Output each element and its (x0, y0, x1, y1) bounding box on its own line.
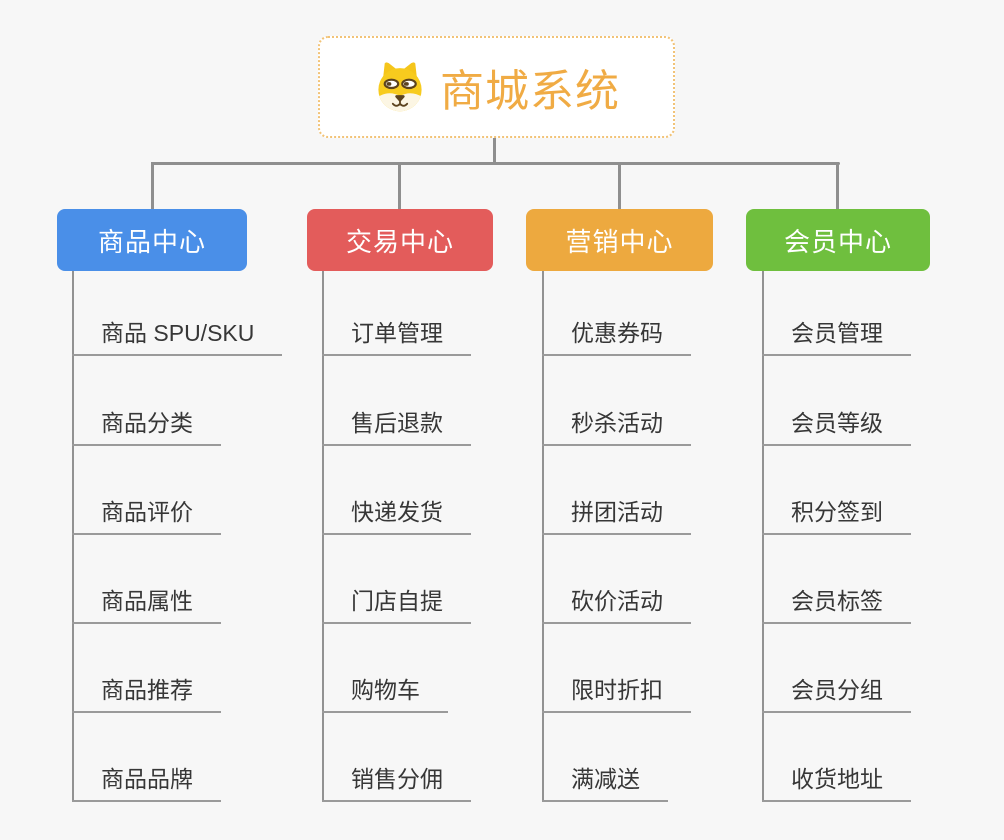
connector-line (72, 271, 74, 802)
branch-node-trade-center[interactable]: 交易中心 (307, 209, 493, 271)
child-node[interactable]: 商品评价 (72, 497, 221, 535)
child-node[interactable]: 商品品牌 (72, 764, 221, 802)
connector-line (493, 137, 496, 165)
connector-line (151, 162, 840, 165)
child-node[interactable]: 优惠券码 (542, 318, 691, 356)
child-node[interactable]: 积分签到 (762, 497, 911, 535)
branch-node-member-center[interactable]: 会员中心 (746, 209, 930, 271)
dog-face-icon (373, 59, 427, 115)
connector-line (398, 162, 401, 209)
child-node[interactable]: 砍价活动 (542, 586, 691, 624)
root-node[interactable]: 商城系统 (318, 36, 675, 138)
connector-line (542, 271, 544, 802)
root-title: 商城系统 (440, 67, 620, 116)
child-node[interactable]: 会员分组 (762, 675, 911, 713)
child-node[interactable]: 商品属性 (72, 586, 221, 624)
branch-node-product-center[interactable]: 商品中心 (57, 209, 247, 271)
branch-node-marketing-center[interactable]: 营销中心 (526, 209, 713, 271)
child-node[interactable]: 门店自提 (322, 586, 471, 624)
child-node[interactable]: 销售分佣 (322, 764, 471, 802)
child-node[interactable]: 满减送 (542, 764, 668, 802)
child-node[interactable]: 订单管理 (322, 318, 471, 356)
child-node[interactable]: 商品分类 (72, 408, 221, 446)
child-node[interactable]: 秒杀活动 (542, 408, 691, 446)
child-node[interactable]: 会员等级 (762, 408, 911, 446)
child-node[interactable]: 会员管理 (762, 318, 911, 356)
child-node[interactable]: 快递发货 (322, 497, 471, 535)
child-node[interactable]: 售后退款 (322, 408, 471, 446)
child-node[interactable]: 限时折扣 (542, 675, 691, 713)
connector-line (151, 162, 154, 209)
child-node[interactable]: 收货地址 (762, 764, 911, 802)
child-node[interactable]: 商品 SPU/SKU (72, 318, 283, 356)
connector-line (762, 271, 764, 802)
connector-line (836, 162, 839, 209)
connector-line (618, 162, 621, 209)
child-node[interactable]: 商品推荐 (72, 675, 221, 713)
child-node[interactable]: 会员标签 (762, 586, 911, 624)
child-node[interactable]: 拼团活动 (542, 497, 691, 535)
child-node[interactable]: 购物车 (322, 675, 448, 713)
connector-line (322, 271, 324, 802)
